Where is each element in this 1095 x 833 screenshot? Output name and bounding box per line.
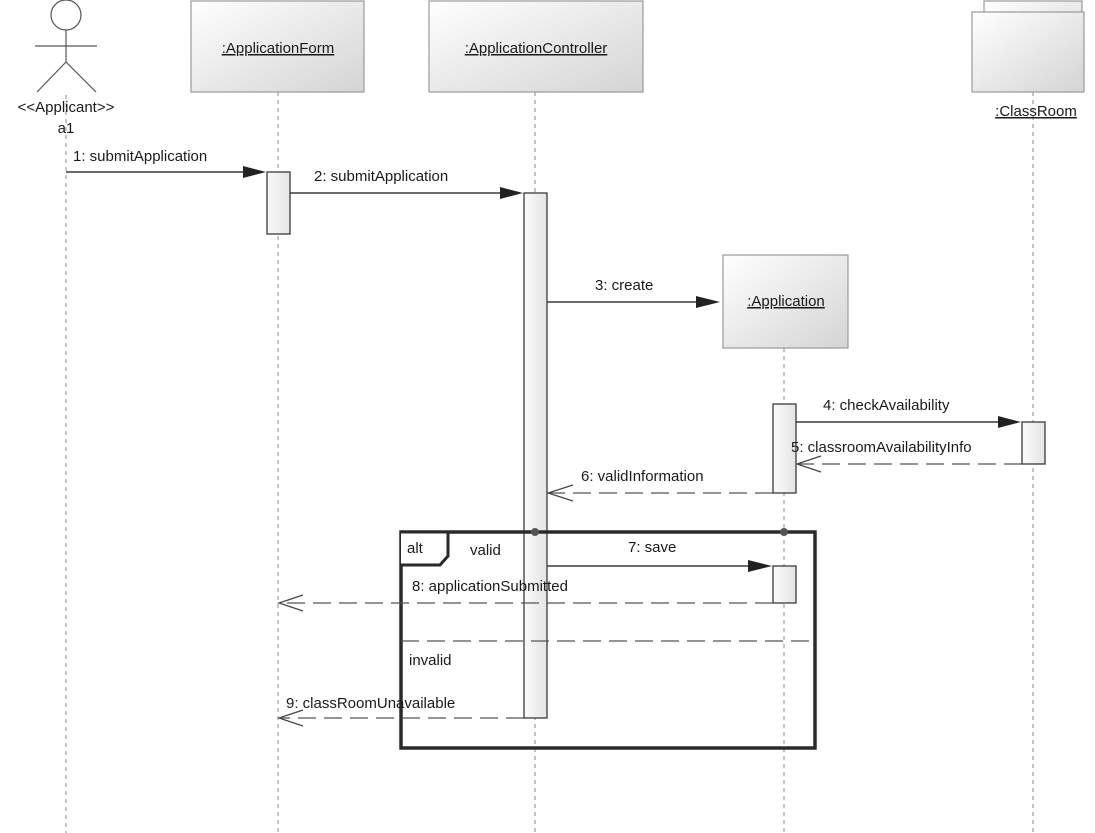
actor-stereotype: <<Applicant>> [18,99,115,116]
actor-name: a1 [58,120,75,137]
message-4-label: 4: checkAvailability [823,397,950,414]
fragment-anchor-dot [531,528,539,536]
guard-valid: valid [470,542,501,559]
open-arrowhead-icon [277,594,304,612]
activation-application-form [266,171,291,235]
fragment-anchor-dot [780,528,788,536]
message-1[interactable] [66,166,266,178]
message-3[interactable] [547,296,720,308]
message-5[interactable] [795,455,1022,473]
filled-arrowhead-icon [748,560,772,572]
message-7-label: 7: save [628,539,676,556]
alt-operator-label: alt [407,540,424,557]
filled-arrowhead-icon [696,296,720,308]
message-7[interactable] [547,560,772,572]
message-1-label: 1: submitApplication [73,148,207,165]
object-box-application-controller[interactable] [428,0,644,93]
message-6-label: 6: validInformation [581,468,704,485]
message-8-label: 8: applicationSubmitted [412,578,568,595]
message-9-label: 9: classRoomUnavailable [286,695,455,712]
filled-arrowhead-icon [243,166,266,178]
message-3-label: 3: create [595,277,653,294]
object-label-classroom: :ClassRoom [995,103,1077,120]
filled-arrowhead-icon [500,187,523,199]
alt-fragment[interactable] [399,530,817,750]
message-8[interactable] [277,594,773,612]
open-arrowhead-icon [795,455,822,473]
filled-arrowhead-icon [998,416,1021,428]
object-box-application-form[interactable] [190,0,365,93]
object-box-classroom[interactable] [971,0,1085,93]
open-arrowhead-icon [546,484,574,502]
activation-classroom [1021,421,1046,465]
open-arrowhead-icon [277,709,304,727]
object-label-application-form: :ApplicationForm [222,40,335,57]
activation-application-controller [523,192,548,719]
activation-application-2 [772,565,797,604]
message-2[interactable] [290,187,523,199]
object-box-application[interactable] [722,254,849,349]
object-label-application: :Application [747,293,825,310]
message-5-label: 5: classroomAvailabilityInfo [791,439,972,456]
activation-application-1 [772,403,797,494]
message-6[interactable] [546,484,773,502]
message-2-label: 2: submitApplication [314,168,448,185]
message-9[interactable] [277,709,524,727]
guard-invalid: invalid [409,652,452,669]
object-label-application-controller: :ApplicationController [465,40,608,57]
actor-icon[interactable] [35,0,97,93]
message-4[interactable] [796,416,1021,428]
